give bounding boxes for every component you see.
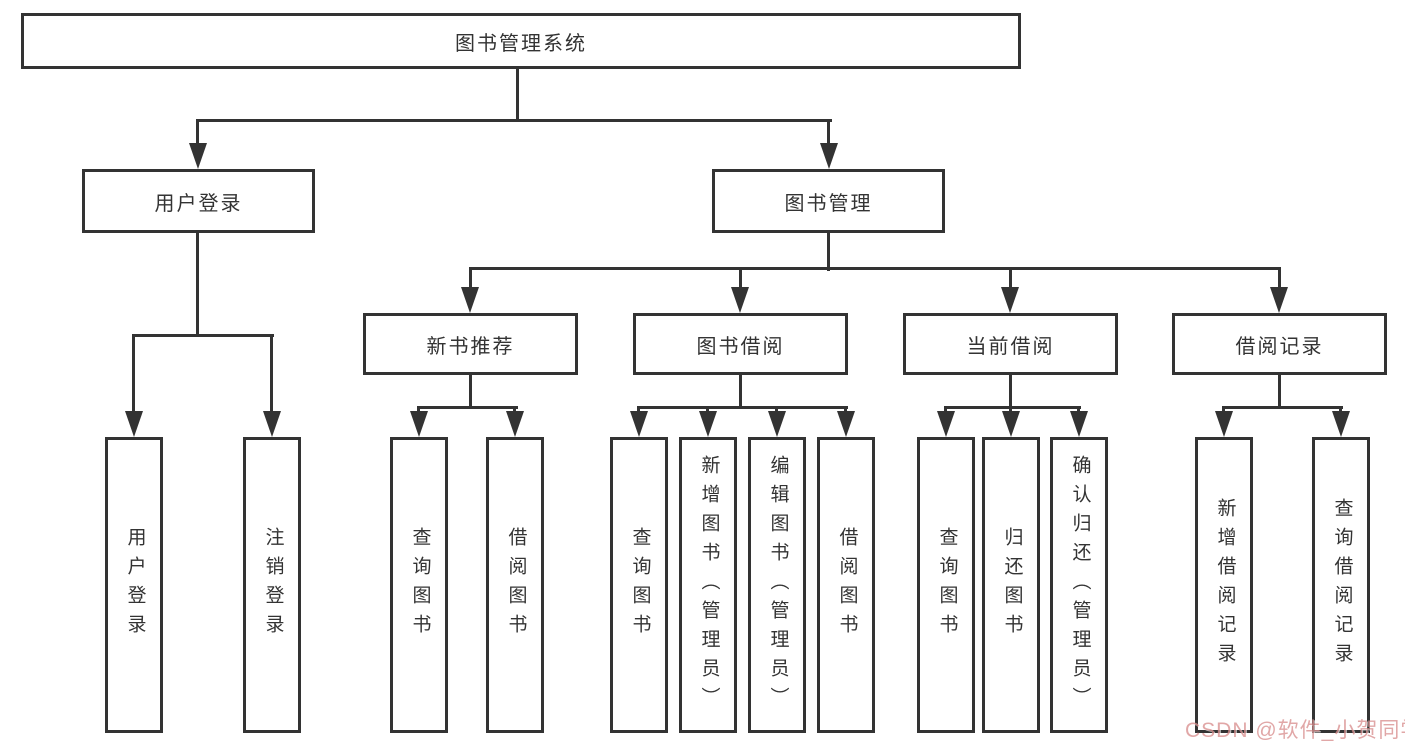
connector-line bbox=[516, 69, 519, 121]
connector-line bbox=[1009, 375, 1012, 409]
connector-line bbox=[1278, 375, 1281, 409]
node-new-book-recommend: 新书推荐 bbox=[363, 313, 578, 375]
connector-line bbox=[844, 406, 847, 414]
watermark: CSDN @软件_小贺同学 bbox=[1185, 719, 1405, 742]
leaf-borrow-books: 借阅图书 bbox=[817, 437, 875, 733]
connector-line bbox=[637, 406, 640, 414]
arrow-down-icon bbox=[731, 287, 749, 313]
leaf-edit-book-admin: 编辑图书（管理员） bbox=[748, 437, 806, 733]
connector-line bbox=[944, 406, 1081, 409]
connector-line bbox=[739, 267, 742, 289]
connector-line bbox=[1222, 406, 1343, 409]
arrow-down-icon bbox=[1002, 411, 1020, 437]
leaf-add-borrow-record: 新增借阅记录 bbox=[1195, 437, 1253, 733]
node-book-borrow: 图书借阅 bbox=[633, 313, 848, 375]
connector-line bbox=[1222, 406, 1225, 414]
arrow-down-icon bbox=[461, 287, 479, 313]
connector-line bbox=[469, 267, 472, 289]
connector-line bbox=[469, 375, 472, 409]
arrow-down-icon bbox=[1270, 287, 1288, 313]
connector-line bbox=[775, 406, 778, 414]
node-user-login: 用户登录 bbox=[82, 169, 315, 233]
arrow-down-icon bbox=[837, 411, 855, 437]
connector-line bbox=[944, 406, 947, 414]
arrow-down-icon bbox=[189, 143, 207, 169]
leaf-logout: 注销登录 bbox=[243, 437, 301, 733]
arrow-down-icon bbox=[1332, 411, 1350, 437]
arrow-down-icon bbox=[768, 411, 786, 437]
node-borrow-records: 借阅记录 bbox=[1172, 313, 1387, 375]
connector-line bbox=[270, 334, 273, 413]
connector-line bbox=[417, 406, 518, 409]
node-current-borrow: 当前借阅 bbox=[903, 313, 1118, 375]
arrow-down-icon bbox=[937, 411, 955, 437]
arrow-down-icon bbox=[263, 411, 281, 437]
leaf-borrow-books-recommend: 借阅图书 bbox=[486, 437, 544, 733]
connector-line bbox=[196, 119, 832, 122]
connector-line bbox=[196, 233, 199, 337]
arrow-down-icon bbox=[1215, 411, 1233, 437]
connector-line bbox=[196, 119, 199, 145]
arrow-down-icon bbox=[506, 411, 524, 437]
connector-line bbox=[1009, 267, 1012, 289]
connector-line bbox=[637, 406, 848, 409]
leaf-confirm-return-admin: 确认归还（管理员） bbox=[1050, 437, 1108, 733]
connector-line bbox=[827, 119, 830, 145]
leaf-user-login: 用户登录 bbox=[105, 437, 163, 733]
arrow-down-icon bbox=[1070, 411, 1088, 437]
node-root: 图书管理系统 bbox=[21, 13, 1021, 69]
leaf-query-books-borrow: 查询图书 bbox=[610, 437, 668, 733]
connector-line bbox=[739, 375, 742, 409]
connector-line bbox=[1009, 406, 1012, 414]
connector-line bbox=[417, 406, 420, 414]
leaf-query-borrow-record: 查询借阅记录 bbox=[1312, 437, 1370, 733]
leaf-return-book: 归还图书 bbox=[982, 437, 1040, 733]
arrow-down-icon bbox=[1001, 287, 1019, 313]
connector-line bbox=[1077, 406, 1080, 414]
connector-line bbox=[132, 334, 274, 337]
leaf-query-books-recommend: 查询图书 bbox=[390, 437, 448, 733]
connector-line bbox=[513, 406, 516, 414]
leaf-query-books-current: 查询图书 bbox=[917, 437, 975, 733]
arrow-down-icon bbox=[820, 143, 838, 169]
connector-line bbox=[706, 406, 709, 414]
connector-line bbox=[1278, 267, 1281, 289]
arrow-down-icon bbox=[699, 411, 717, 437]
arrow-down-icon bbox=[125, 411, 143, 437]
arrow-down-icon bbox=[630, 411, 648, 437]
leaf-add-book-admin: 新增图书（管理员） bbox=[679, 437, 737, 733]
connector-line bbox=[1339, 406, 1342, 414]
connector-line bbox=[469, 267, 1281, 270]
connector-line bbox=[827, 233, 830, 271]
arrow-down-icon bbox=[410, 411, 428, 437]
connector-line bbox=[132, 334, 135, 413]
node-book-management: 图书管理 bbox=[712, 169, 945, 233]
